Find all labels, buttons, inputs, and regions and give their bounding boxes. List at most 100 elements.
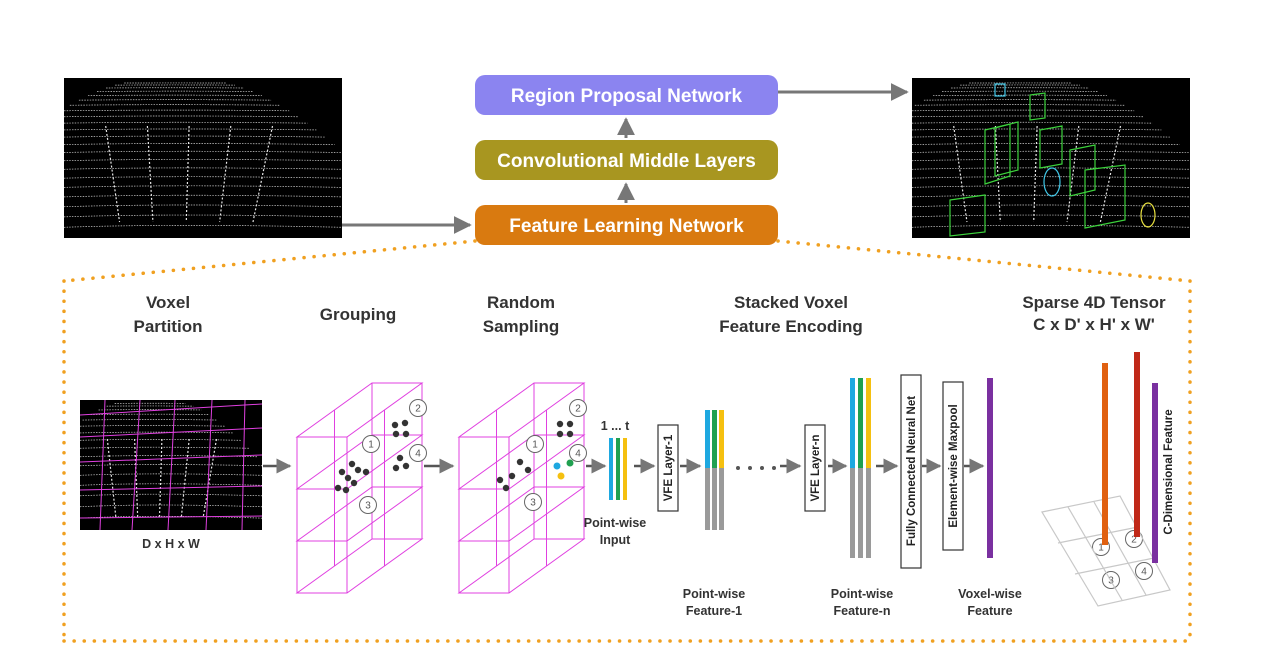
svfe-title-1: Stacked Voxel (734, 293, 848, 312)
scan-line (63, 176, 343, 179)
vfe-layer-1-box: VFE Layer-1 (657, 424, 679, 512)
scan-line (911, 109, 1135, 112)
conv-box: Convolutional Middle Layers (475, 140, 778, 180)
voxel-partition-title-2: Partition (134, 317, 203, 336)
fcnn-label: Fully Connected Neural Net (906, 396, 918, 546)
voxel-row-outline (295, 538, 424, 594)
scan-line (911, 214, 1191, 218)
ellipsis-dots (736, 466, 776, 470)
pointwise-input-label-1: Point-wise (584, 516, 647, 530)
svfe-title-2: Feature Encoding (719, 317, 863, 336)
voxel-grid-overlay (79, 399, 263, 531)
numbered-circle-label: 4 (415, 449, 421, 460)
numbered-circle (409, 444, 427, 462)
scan-object (953, 125, 968, 223)
scan-object (146, 125, 154, 223)
scan-object (106, 438, 117, 518)
scan-line (79, 446, 250, 449)
expansion-outline (62, 239, 1192, 643)
numbered-circle (526, 435, 544, 453)
numbered-circle-label: 1 (368, 440, 374, 451)
pointwise-input-label-2: Input (600, 533, 631, 547)
scan-line (63, 121, 308, 124)
sparse-red-bar (1134, 352, 1140, 537)
voxelwise-feature-label-1: Voxel-wise (958, 587, 1022, 601)
scan-line (911, 167, 1191, 170)
scan-object (180, 438, 190, 518)
pointwise-feature-1-label-1: Point-wise (683, 587, 746, 601)
numbered-circle (569, 399, 587, 417)
scan-line (914, 104, 1126, 106)
scan-line (63, 143, 335, 145)
numbered-circle-label: 2 (415, 404, 421, 415)
voxel-row-outline (295, 434, 424, 490)
pointwise-feature-1-bars (705, 410, 724, 530)
numbered-circle (524, 493, 542, 511)
numbered-circle (359, 496, 377, 514)
scan-line (79, 493, 263, 497)
voxelwise-feature-label-2: Feature (967, 604, 1012, 618)
pointwise-input-bars (609, 438, 627, 500)
scan-line (911, 159, 1191, 162)
scan-line (82, 419, 218, 421)
sampling-points (496, 420, 574, 492)
c-dimensional-feature-label: C-Dimensional Feature (1163, 409, 1175, 534)
scan-line (923, 99, 1117, 101)
pointwise-feature-1-label-2: Feature-1 (686, 604, 742, 618)
sparse-title-1: Sparse 4D Tensor (1022, 293, 1166, 312)
numbered-circle-label: 1 (1098, 543, 1104, 554)
grouping-voxel-box (295, 382, 424, 594)
fln-label: Feature Learning Network (509, 216, 744, 237)
scan-object (994, 125, 1001, 223)
numbered-circle (409, 399, 427, 417)
fcnn-box: Fully Connected Neural Net (900, 374, 922, 569)
pointwise-feature-n-label-1: Point-wise (831, 587, 894, 601)
scan-line (69, 104, 281, 106)
scan-object (185, 125, 190, 223)
scan-line (79, 473, 263, 476)
numbered-circle-label: 2 (1131, 535, 1137, 546)
scan-object (219, 125, 232, 223)
vfe-layer-1-label: VFE Layer-1 (663, 434, 675, 501)
scan-line (79, 439, 242, 441)
scan-line (911, 121, 1153, 124)
scan-line (63, 109, 290, 112)
scan-line (79, 483, 263, 486)
vfe-layer-n-box: VFE Layer-n (804, 424, 826, 512)
conv-label: Convolutional Middle Layers (497, 151, 756, 172)
voxel-row-outline (457, 382, 586, 438)
scan-line (63, 185, 343, 188)
random-sampling-title-2: Sampling (483, 317, 560, 336)
input-point-cloud-lines (63, 82, 343, 228)
voxel-row-outline (457, 538, 586, 594)
scan-object (1066, 125, 1080, 223)
scan-object (134, 438, 139, 518)
scan-line (911, 135, 1171, 138)
scan-object (1033, 125, 1038, 223)
vfe-layer-n-label: VFE Layer-n (810, 434, 822, 501)
numbered-circle (362, 435, 380, 453)
pipeline-arrows (342, 83, 909, 234)
scan-line (911, 128, 1162, 131)
sparse-purple-bar (1152, 383, 1158, 563)
output-detection-image (912, 78, 1190, 238)
scan-line (911, 204, 1191, 208)
scan-object (105, 125, 121, 223)
voxel-row-outline (457, 486, 586, 542)
input-point-cloud-image (64, 78, 342, 238)
numbered-circle (569, 444, 587, 462)
scan-object (1099, 125, 1122, 223)
scan-line (63, 150, 343, 153)
scan-line (79, 504, 263, 508)
scan-line (63, 115, 299, 118)
scan-line (911, 176, 1191, 179)
scan-line (79, 464, 263, 467)
voxel-row-outline (295, 486, 424, 542)
voxel-partition-title-1: Voxel (146, 293, 190, 312)
scan-line (911, 143, 1180, 145)
grouping-title: Grouping (320, 305, 396, 324)
scan-line (63, 159, 343, 162)
scan-line (911, 115, 1144, 118)
